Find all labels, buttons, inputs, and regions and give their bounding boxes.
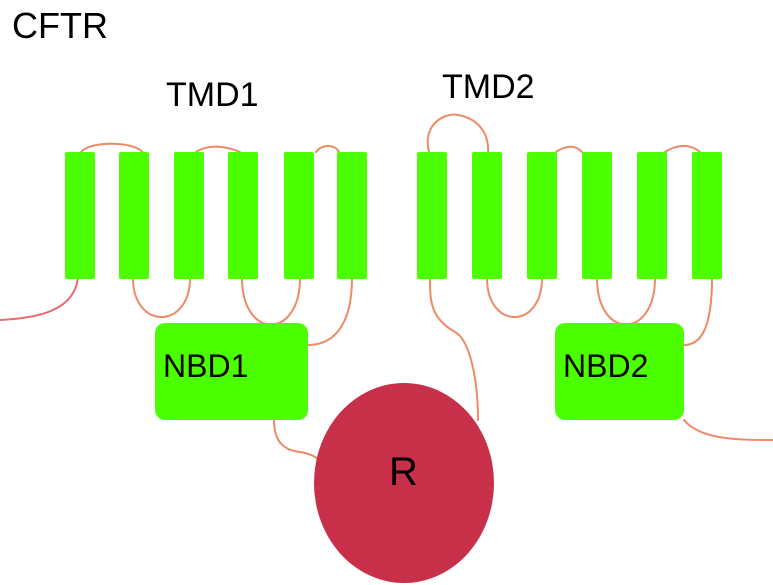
tmd1-helix-4 xyxy=(228,152,258,279)
tmd2-extracellular-loop-2 xyxy=(555,145,583,153)
r-domain-label: R xyxy=(389,450,418,494)
tmd2-helix-1 xyxy=(417,152,447,279)
tmd1-to-nbd1-loop xyxy=(307,277,353,346)
tmd2-intracellular-loop-1 xyxy=(486,277,543,318)
tmd2-intracellular-loop-2 xyxy=(596,277,656,326)
tmd2-extracellular-loop-3 xyxy=(664,145,701,153)
nbd2-box xyxy=(555,323,684,420)
tmd2-extracellular-loop-1 xyxy=(426,113,490,156)
tmd2-helix-3 xyxy=(527,152,557,279)
nbd1-box xyxy=(155,323,308,420)
tmd1-extracellular-loop-1 xyxy=(79,142,145,156)
tmd1-helix-2 xyxy=(119,152,149,279)
r-to-tmd2-linker xyxy=(429,277,479,421)
nbd2-label: NBD2 xyxy=(563,348,649,384)
tmd2-helix-4 xyxy=(582,152,612,279)
tmd1-label: TMD1 xyxy=(166,76,259,114)
tmd2-helix-2 xyxy=(472,152,502,279)
tmd2-helix-5 xyxy=(637,152,667,279)
tmd1-helix-1 xyxy=(65,152,95,279)
tmd1-helix-3 xyxy=(174,152,204,279)
diagram-title: CFTR xyxy=(12,5,108,46)
nbd1-to-r-linker xyxy=(273,419,321,463)
tmd2-to-nbd2-loop xyxy=(683,277,713,346)
tmd1-helix-6 xyxy=(337,152,367,279)
tmd2-helix-6 xyxy=(692,152,722,279)
tmd1-extracellular-loop-2 xyxy=(195,145,241,153)
tmd1-extracellular-loop-3 xyxy=(315,145,340,153)
nbd1-label: NBD1 xyxy=(163,348,249,384)
c-terminus-tail xyxy=(683,419,773,441)
tmd1-helix-5 xyxy=(284,152,314,279)
r-domain-circle xyxy=(314,383,494,583)
tmd1-intracellular-loop-1 xyxy=(132,277,191,318)
tmd1-helices xyxy=(65,152,367,279)
tmd2-helices xyxy=(417,152,722,279)
tmd2-label: TMD2 xyxy=(442,68,535,106)
n-terminus-tail xyxy=(0,277,79,321)
tmd1-intracellular-loop-2 xyxy=(241,277,301,326)
